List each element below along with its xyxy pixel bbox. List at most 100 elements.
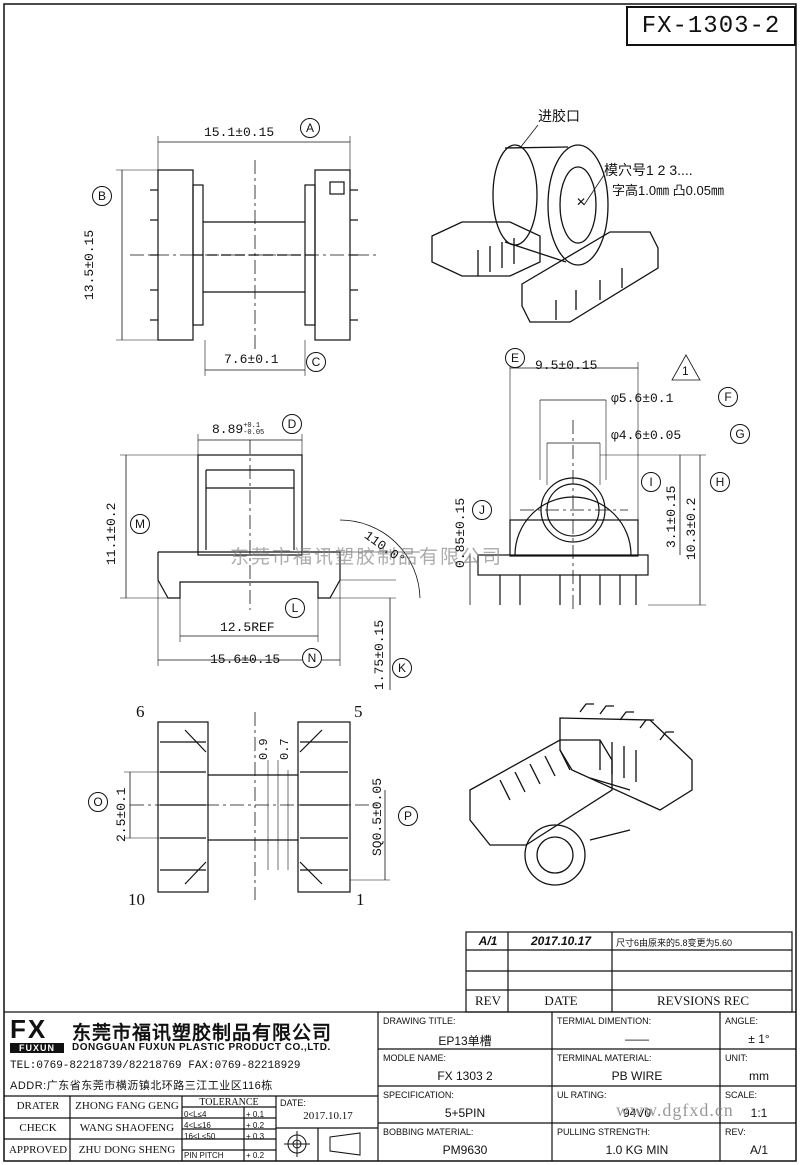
dim-ref-i: I (641, 472, 661, 492)
dim-d-number: 8.89 (212, 422, 244, 437)
rev-row-1-desc: 尺寸6由原来的5.8变更为5.60 (616, 938, 733, 948)
unit-label: UNIT: (725, 1053, 748, 1063)
ul-rating-value: 94V0 (622, 1106, 652, 1120)
projection-symbol (284, 1131, 361, 1157)
rev-header-rev: REV (475, 993, 501, 1008)
unit-value: mm (749, 1069, 769, 1083)
dim-ref-b: B (92, 186, 112, 206)
dim-ref-m: M (130, 514, 150, 534)
dim-d-tol-up: +0.1 (243, 421, 261, 430)
tol-range-1: 0<L≤4 (184, 1110, 207, 1119)
signoff-name-check: WANG SHAOFENG (79, 1122, 175, 1134)
top-view (116, 136, 378, 376)
pin-label-5: 5 (354, 702, 363, 721)
side-view (469, 354, 706, 610)
part-number-box: FX-1303-2 (626, 6, 796, 46)
dim-p-value: SQ0.5±0.05 (370, 777, 385, 856)
tol-value-3: + 0.3 (246, 1132, 265, 1141)
scale-value: 1:1 (750, 1106, 768, 1120)
dim-j-value: 0.85±0.15 (453, 497, 468, 568)
specification-cell: SPECIFICATION: 5+5PIN (380, 1088, 550, 1123)
dim-ref-p: P (398, 806, 418, 826)
model-name-cell: MODLE NAME: FX 1303 2 (380, 1051, 550, 1086)
pin-label-1: 1 (356, 890, 365, 909)
dim-b-value: 13.5±0.15 (82, 229, 97, 300)
pulling-strength-cell: PULLING STRENGTH: 1.0 KG MIN (554, 1125, 720, 1160)
tolerance-label: TOLERANCE (199, 1097, 259, 1108)
terminal-material-cell: TERMINAL MATERIAL: PB WIRE (554, 1051, 720, 1086)
dim-ref-d: D (282, 414, 302, 434)
dim-ref-o: O (88, 792, 108, 812)
revision-marker: 1 (682, 364, 689, 378)
bobbin-material-value: PM9630 (442, 1143, 488, 1157)
dim-h-value: 10.3±0.2 (684, 497, 699, 560)
dim-07-value: 0.7 (278, 738, 292, 760)
bottom-view (124, 712, 390, 900)
dim-ref-k: K (392, 658, 412, 678)
ul-rating-label: UL RATING: (557, 1090, 607, 1100)
scale-label: SCALE: (725, 1090, 758, 1100)
company-name-en: DONGGUAN FUXUN PLASTIC PRODUCT CO.,LTD. (72, 1042, 331, 1053)
dim-ref-a: A (300, 118, 320, 138)
company-tel: TEL:0769-82218739/82218769 FAX:0769-8221… (10, 1060, 301, 1072)
iso-view-top: ✕ (431, 124, 659, 323)
dim-g-value: φ4.6±0.05 (611, 428, 682, 443)
rev-header-date: DATE (544, 993, 578, 1008)
pin-label-6: 6 (136, 702, 145, 721)
dim-09-value: 0.9 (257, 738, 271, 760)
model-name-value: FX 1303 2 (437, 1069, 493, 1083)
dim-ref-n: N (302, 648, 322, 668)
pin-label-10: 10 (128, 890, 145, 909)
dim-d-tolerance: +0.1-0.05 (243, 421, 264, 437)
revision-label: REV: (725, 1127, 746, 1137)
ul-rating-cell: UL RATING: 94V0 (554, 1088, 720, 1123)
bobbin-material-label: BOBBING MATERIAL: (383, 1127, 474, 1137)
watermark: 东莞市福讯塑胶制品有限公司 (230, 546, 504, 568)
terminal-material-value: PB WIRE (611, 1069, 663, 1083)
dim-ref-h: H (710, 472, 730, 492)
char-height-label: 字高1.0㎜ 凸0.05㎜ (612, 183, 724, 198)
bobbin-material-cell: BOBBING MATERIAL: PM9630 (380, 1125, 550, 1160)
date-label: DATE: (280, 1098, 306, 1108)
dim-ref-j: J (472, 500, 492, 520)
company-logo-sub: FUXUN (10, 1043, 64, 1053)
dim-m-value: 11.1±0.2 (104, 502, 119, 565)
dim-n-value: 15.6±0.15 (210, 652, 281, 667)
dim-ref-e: E (505, 348, 525, 368)
signoff-role-check: CHECK (19, 1122, 57, 1134)
pulling-strength-value: 1.0 KG MIN (605, 1143, 669, 1157)
company-logo: FX (10, 1014, 48, 1044)
site-watermark: www.dgfxd.cn (616, 1100, 734, 1120)
dim-e-value: 9.5±0.15 (535, 358, 598, 373)
signoff-name-drater: ZHONG FANG GENG (75, 1100, 179, 1112)
tol-range-3: 16<L≤50 (184, 1132, 216, 1141)
rev-row-1-rev: A/1 (478, 934, 498, 948)
revision-value: A/1 (749, 1143, 768, 1157)
angle-label: ANGLE: (725, 1016, 759, 1026)
svg-text:✕: ✕ (576, 195, 586, 209)
rev-row-1-date: 2017.10.17 (530, 934, 592, 948)
scale-cell: SCALE: 1:1 (722, 1088, 796, 1123)
dim-d-value: 8.89+0.1-0.05 (212, 422, 264, 437)
tol-range-4: PIN PITCH (184, 1151, 224, 1160)
pulling-strength-label: PULLING STRENGTH: (557, 1127, 651, 1137)
dim-ref-l: L (285, 598, 305, 618)
tol-value-1: + 0.1 (246, 1110, 265, 1119)
dim-c-value: 7.6±0.1 (224, 352, 279, 367)
iso-view-bottom (469, 703, 693, 886)
part-number: FX-1303-2 (641, 12, 781, 40)
drawing-title-value: EP13单槽 (438, 1034, 492, 1048)
gate-label: 进胶口 (538, 108, 580, 124)
tol-value-2: + 0.2 (246, 1121, 265, 1130)
date-value: 2017.10.17 (303, 1110, 353, 1122)
angle-tolerance-value: ± 1° (748, 1032, 770, 1046)
dim-o-value: 2.5±0.1 (114, 787, 129, 842)
company-name-cn: 东莞市福讯塑胶制品有限公司 (72, 1023, 333, 1044)
terminal-dimension-cell: TERMIAL DIMENTION: —— (554, 1014, 720, 1049)
unit-cell: UNIT: mm (722, 1051, 796, 1086)
front-view (120, 434, 421, 690)
cavity-label: 模穴号1 2 3.... (604, 162, 693, 178)
specification-value: 5+5PIN (444, 1106, 486, 1120)
specification-label: SPECIFICATION: (383, 1090, 454, 1100)
